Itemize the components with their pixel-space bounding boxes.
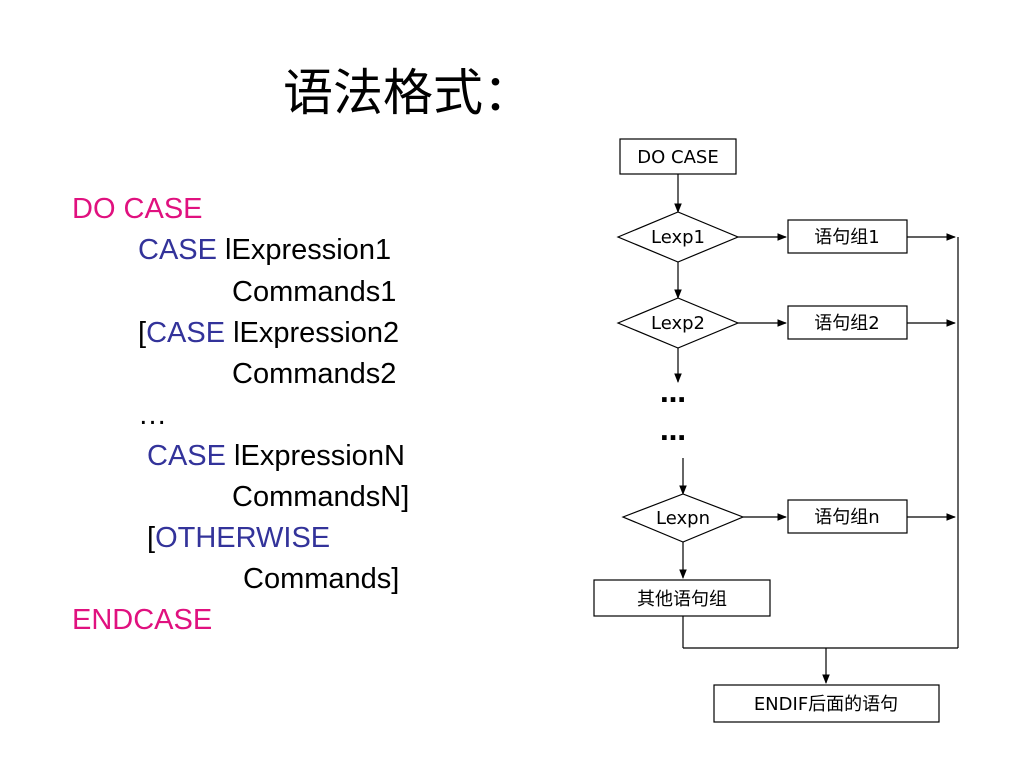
start-box-label: DO CASE	[637, 147, 718, 168]
flow-connectors	[674, 174, 959, 684]
code-line-case-1: CASE lExpression1	[138, 236, 391, 265]
code-line-commands-n: CommandsN]	[232, 481, 410, 513]
expression-text: lExpression2	[225, 317, 400, 349]
end-box-label: ENDIF后面的语句	[754, 694, 898, 715]
condition-1-diamond: Lexp1	[616, 211, 740, 263]
statement-n-box: 语句组n	[787, 499, 908, 534]
condition-1-label: Lexp1	[651, 227, 705, 248]
condition-n-label: Lexpn	[656, 508, 710, 529]
end-box: ENDIF后面的语句	[713, 684, 940, 723]
condition-2-label: Lexp2	[651, 313, 705, 334]
statement-2-label: 语句组2	[814, 313, 879, 334]
other-statements-label: 其他语句组	[637, 589, 727, 610]
bracket-open: [	[138, 317, 147, 349]
slide-title: 语法格式：	[283, 64, 533, 122]
expression-text: lExpressionN	[225, 440, 405, 472]
statement-1-label: 语句组1	[814, 227, 879, 248]
otherwise-keyword: OTHERWISE	[155, 522, 331, 554]
code-line-commands-2: Commands2	[232, 358, 397, 390]
endcase-keyword: ENDCASE	[72, 604, 213, 636]
ellipsis-2: …	[660, 417, 686, 447]
statement-2-box: 语句组2	[787, 305, 908, 340]
code-line-otherwise: [OTHERWISE	[147, 524, 330, 553]
code-line-commands-other: Commands]	[243, 563, 400, 595]
code-line-case-n: CASE lExpressionN	[147, 442, 405, 471]
case-keyword: CASE	[138, 234, 217, 266]
other-statements-box: 其他语句组	[593, 579, 771, 617]
condition-n-diamond: Lexpn	[621, 493, 745, 543]
ellipsis-1: …	[660, 379, 686, 409]
case-keyword: CASE	[147, 440, 226, 472]
statement-n-label: 语句组n	[814, 507, 879, 528]
code-line-ellipsis: …	[138, 399, 167, 431]
case-keyword: CASE	[146, 317, 226, 349]
code-line-case-2: [CASE lExpression2	[138, 319, 399, 348]
code-line-commands-1: Commands1	[232, 276, 397, 308]
do-case-keyword: DO CASE	[72, 193, 203, 225]
start-box: DO CASE	[619, 138, 737, 175]
statement-1-box: 语句组1	[787, 219, 908, 254]
code-line-endcase: ENDCASE	[72, 606, 212, 635]
code-line-do-case: DO CASE	[72, 195, 203, 224]
expression-text: lExpression1	[216, 234, 392, 266]
bracket-open: [	[147, 522, 156, 554]
condition-2-diamond: Lexp2	[616, 297, 740, 349]
